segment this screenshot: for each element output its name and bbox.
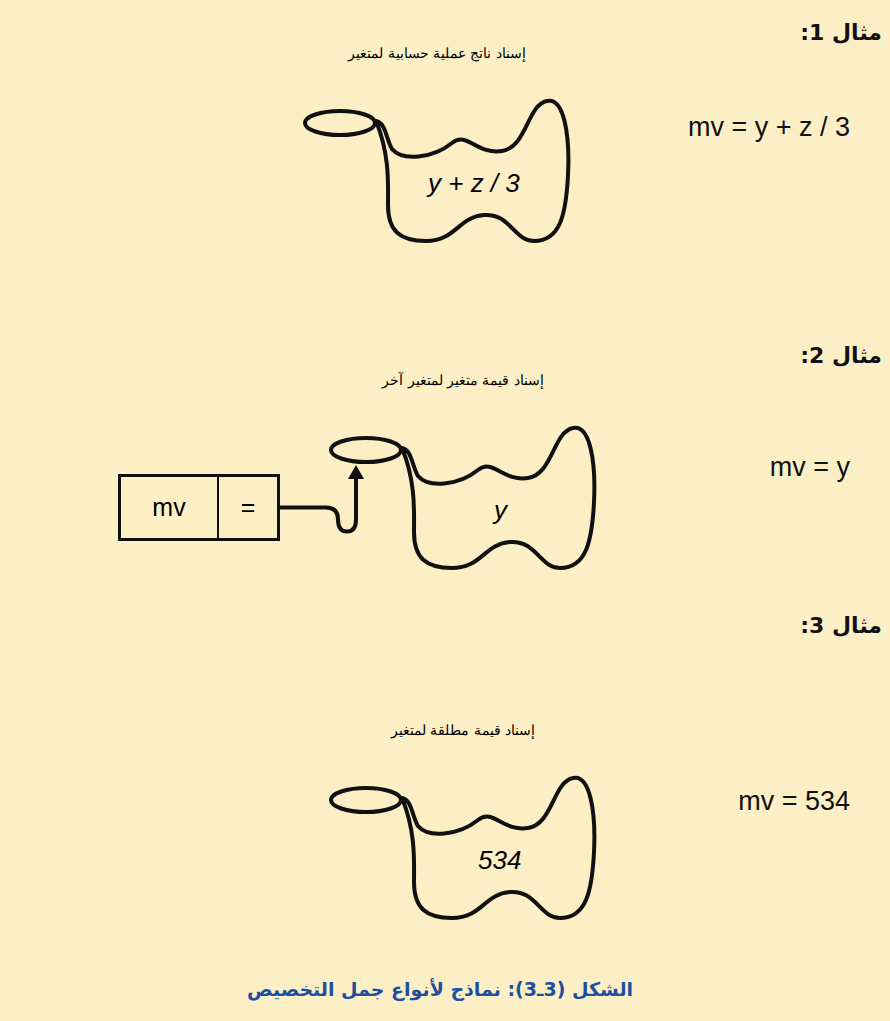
bag-body — [402, 778, 594, 918]
example-heading: مثال 1: — [800, 20, 882, 45]
bag-body — [376, 101, 568, 241]
figure-caption: الشكل (3ـ3): نماذج لأنواع جمل التخصيص — [247, 978, 633, 1000]
code-statement: mv = 534 — [738, 786, 850, 817]
assignment-caption: إسناد قيمة مطلقة لمتغير — [328, 722, 598, 738]
bag-content: y + z / 3 — [428, 168, 520, 199]
bag-outline — [328, 772, 598, 922]
connector-line — [280, 471, 356, 532]
box-cell: = — [217, 477, 277, 538]
bag-shape: إسناد قيمة مطلقة لمتغير 534 — [328, 722, 598, 922]
code-statement: mv = y + z / 3 — [688, 112, 850, 143]
variable-box: mv= — [118, 474, 280, 541]
bag-opening — [305, 111, 375, 135]
bag-opening — [331, 438, 401, 462]
bag-outline — [328, 422, 598, 572]
example-heading: مثال 2: — [800, 343, 882, 368]
bag-opening — [331, 788, 401, 812]
code-statement: mv = y — [770, 452, 850, 483]
bag-shape: إسناد ناتج عملية حسابية لمتغير y + z / 3 — [302, 45, 572, 245]
bag-shape: إسناد قيمة متغير لمتغير آخر y — [328, 372, 598, 572]
connector-arrow — [280, 465, 364, 532]
example-heading: مثال 3: — [800, 613, 882, 638]
arrow-head — [348, 465, 364, 479]
bag-content: y — [494, 495, 507, 526]
assignment-box: mv= — [118, 474, 280, 541]
assignment-caption: إسناد قيمة متغير لمتغير آخر — [328, 372, 598, 388]
bag-content: 534 — [478, 845, 521, 876]
assignment-caption: إسناد ناتج عملية حسابية لمتغير — [302, 45, 572, 61]
box-cell: mv — [121, 477, 217, 538]
bag-body — [402, 428, 594, 568]
